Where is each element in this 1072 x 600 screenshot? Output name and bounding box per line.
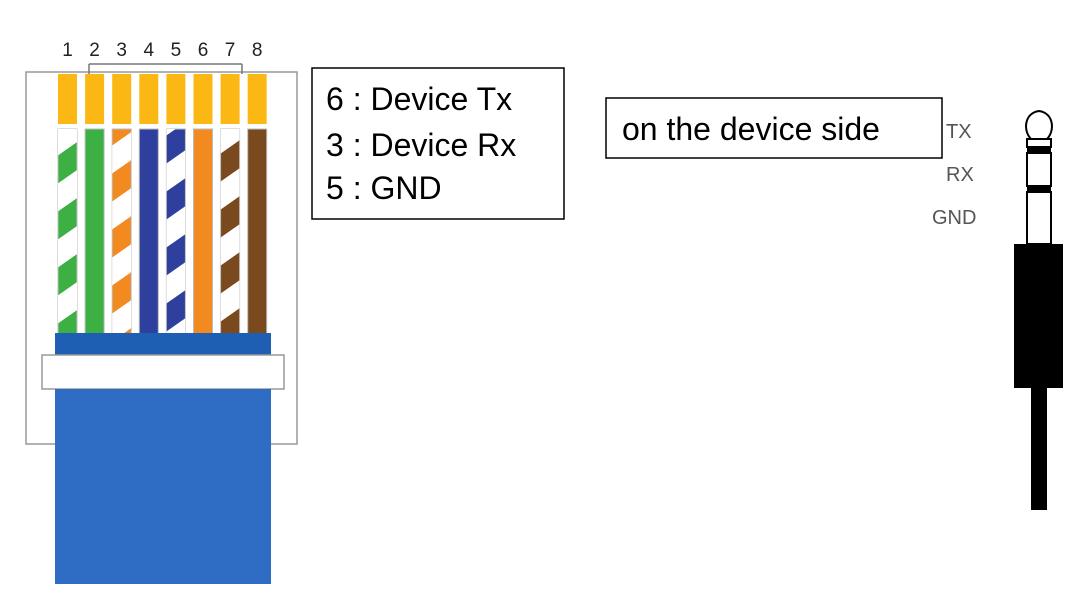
- pin-contact-1: [58, 74, 77, 124]
- wire-4: [138, 128, 159, 335]
- pin-number-1: 1: [62, 40, 73, 61]
- cable-boot: [55, 389, 271, 584]
- pin-contact-3: [112, 74, 132, 124]
- audio-jack-plug: TX RX GND: [932, 109, 1063, 510]
- pin-contact-4: [139, 74, 159, 124]
- boot-collar: [55, 333, 271, 355]
- jack-body: [1014, 244, 1063, 388]
- jack-tip: [1025, 109, 1053, 140]
- wire-stripe-7: [220, 129, 240, 334]
- wire-6: [193, 128, 213, 335]
- mapping-line-tx: 6 : Device Tx: [326, 81, 512, 117]
- pin-number-8: 8: [252, 40, 263, 61]
- wire-stripe-1: [58, 129, 77, 334]
- wire-group: [57, 128, 268, 335]
- device-side-box: on the device side: [605, 97, 943, 159]
- pin-number-5: 5: [171, 40, 182, 61]
- wire-8: [247, 128, 268, 335]
- pin-contact-6: [193, 74, 213, 124]
- pin-contacts: [58, 74, 267, 124]
- jack-ring-1: [1026, 138, 1052, 148]
- jack-label-rx: RX: [946, 164, 974, 186]
- pin-number-3: 3: [116, 40, 127, 61]
- pin-number-7: 7: [225, 40, 236, 61]
- mapping-line-rx: 3 : Device Rx: [326, 127, 516, 163]
- mapping-line-gnd: 5 : GND: [326, 170, 442, 206]
- latch-clip: [41, 354, 285, 390]
- pin-contact-7: [220, 74, 240, 124]
- pin-contact-5: [166, 74, 186, 124]
- wire-stripe-3: [112, 129, 132, 334]
- pin-number-2: 2: [89, 40, 100, 61]
- pin-number-4: 4: [144, 40, 155, 61]
- pin-contact-8: [247, 74, 267, 124]
- jack-label-gnd: GND: [932, 207, 976, 229]
- jack-ring-insulator-2: [1027, 186, 1051, 192]
- wire-2: [84, 128, 105, 335]
- jack-ring-insulator-1: [1027, 147, 1051, 153]
- wire-stripe-5: [166, 129, 186, 334]
- jack-ring-2: [1026, 152, 1052, 187]
- pin-contact-2: [85, 74, 105, 124]
- pin-mapping-box: 6 : Device Tx 3 : Device Rx 5 : GND: [311, 67, 565, 220]
- jack-cable: [1031, 388, 1047, 510]
- jack-label-tx: TX: [946, 121, 972, 143]
- jack-sleeve: [1026, 191, 1052, 245]
- pin-number-6: 6: [198, 40, 209, 61]
- device-side-label: on the device side: [622, 111, 880, 147]
